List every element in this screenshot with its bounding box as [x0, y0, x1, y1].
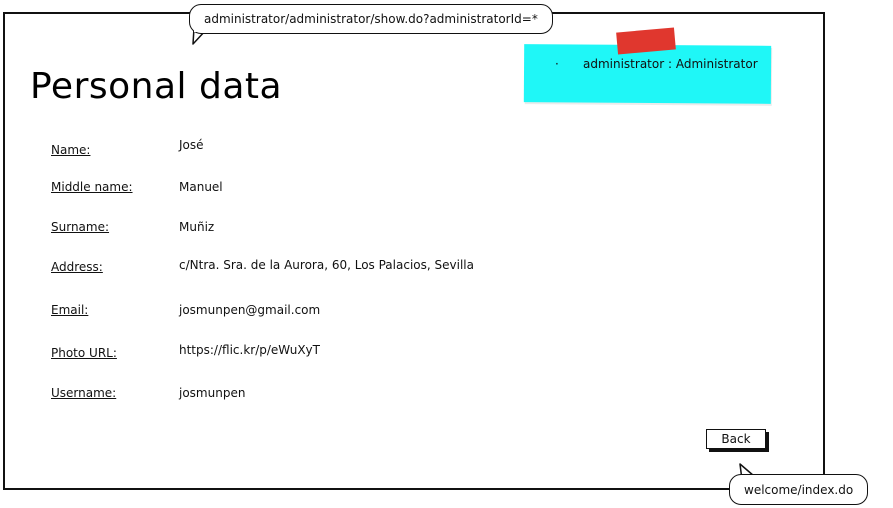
back-button[interactable]: Back — [706, 429, 766, 449]
field-value-address: c/Ntra. Sra. de la Aurora, 60, Los Palac… — [179, 258, 474, 272]
sticky-note — [523, 44, 772, 104]
field-value-middle-name: Manuel — [179, 180, 223, 194]
sticky-bullet: · — [555, 57, 559, 71]
field-value-username: josmunpen — [179, 386, 246, 400]
page-title: Personal data — [30, 66, 283, 108]
bottom-bubble-tail-joint — [742, 475, 756, 480]
field-value-surname: Muñiz — [179, 220, 215, 234]
url-bubble-top-text: administrator/administrator/show.do?admi… — [204, 12, 538, 26]
url-bubble-top: administrator/administrator/show.do?admi… — [189, 4, 553, 34]
field-label-surname: Surname: — [51, 220, 110, 234]
field-label-name: Name: — [51, 143, 91, 157]
field-label-email: Email: — [51, 303, 89, 317]
field-value-photo-url: https://flic.kr/p/eWuXyT — [179, 343, 320, 357]
field-label-photo-url: Photo URL: — [51, 346, 117, 360]
field-value-name: José — [179, 138, 204, 152]
field-label-middle-name: Middle name: — [51, 180, 133, 194]
field-label-username: Username: — [51, 386, 117, 400]
url-bubble-bottom: welcome/index.do — [729, 474, 869, 505]
url-bubble-bottom-text: welcome/index.do — [744, 482, 854, 497]
field-label-address: Address: — [51, 260, 103, 274]
sticky-note-text: administrator : Administrator — [583, 57, 758, 71]
field-value-email: josmunpen@gmail.com — [179, 303, 321, 317]
top-bubble-tail-joint — [194, 27, 208, 32]
